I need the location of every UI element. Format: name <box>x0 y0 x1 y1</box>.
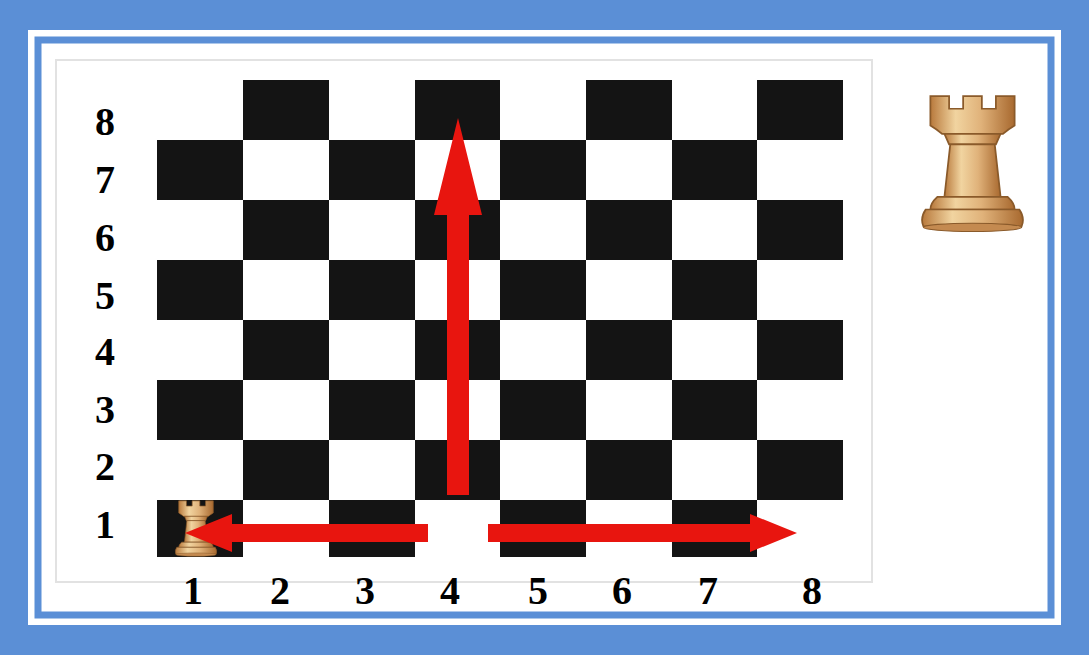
file-number: 4 <box>440 571 460 611</box>
black-square <box>329 260 415 320</box>
rank-number: 2 <box>95 447 115 487</box>
file-number: 1 <box>183 571 203 611</box>
file-number: 5 <box>528 571 548 611</box>
black-square <box>586 320 672 380</box>
black-square <box>586 80 672 140</box>
black-square <box>157 260 243 320</box>
rank-number: 3 <box>95 390 115 430</box>
black-square <box>586 440 672 500</box>
file-number: 6 <box>612 571 632 611</box>
black-square <box>757 320 843 380</box>
black-square <box>672 260 757 320</box>
black-square <box>757 200 843 260</box>
black-square <box>243 200 329 260</box>
black-square <box>500 260 586 320</box>
rank-number: 1 <box>95 505 115 545</box>
black-square <box>672 380 757 440</box>
black-square <box>500 380 586 440</box>
black-square <box>329 380 415 440</box>
file-number: 2 <box>270 571 290 611</box>
black-square <box>329 140 415 200</box>
black-square <box>243 320 329 380</box>
black-square <box>500 140 586 200</box>
black-square <box>157 140 243 200</box>
rank-number: 8 <box>95 102 115 142</box>
black-square <box>157 380 243 440</box>
file-number: 8 <box>802 571 822 611</box>
black-square <box>672 140 757 200</box>
black-square <box>757 440 843 500</box>
rank-number: 5 <box>95 276 115 316</box>
black-square <box>243 440 329 500</box>
rank-number: 7 <box>95 160 115 200</box>
black-square <box>243 80 329 140</box>
file-number: 7 <box>698 571 718 611</box>
file-number: 3 <box>355 571 375 611</box>
black-square <box>757 80 843 140</box>
black-square <box>586 200 672 260</box>
rank-number: 4 <box>95 332 115 372</box>
rank-number: 6 <box>95 218 115 258</box>
